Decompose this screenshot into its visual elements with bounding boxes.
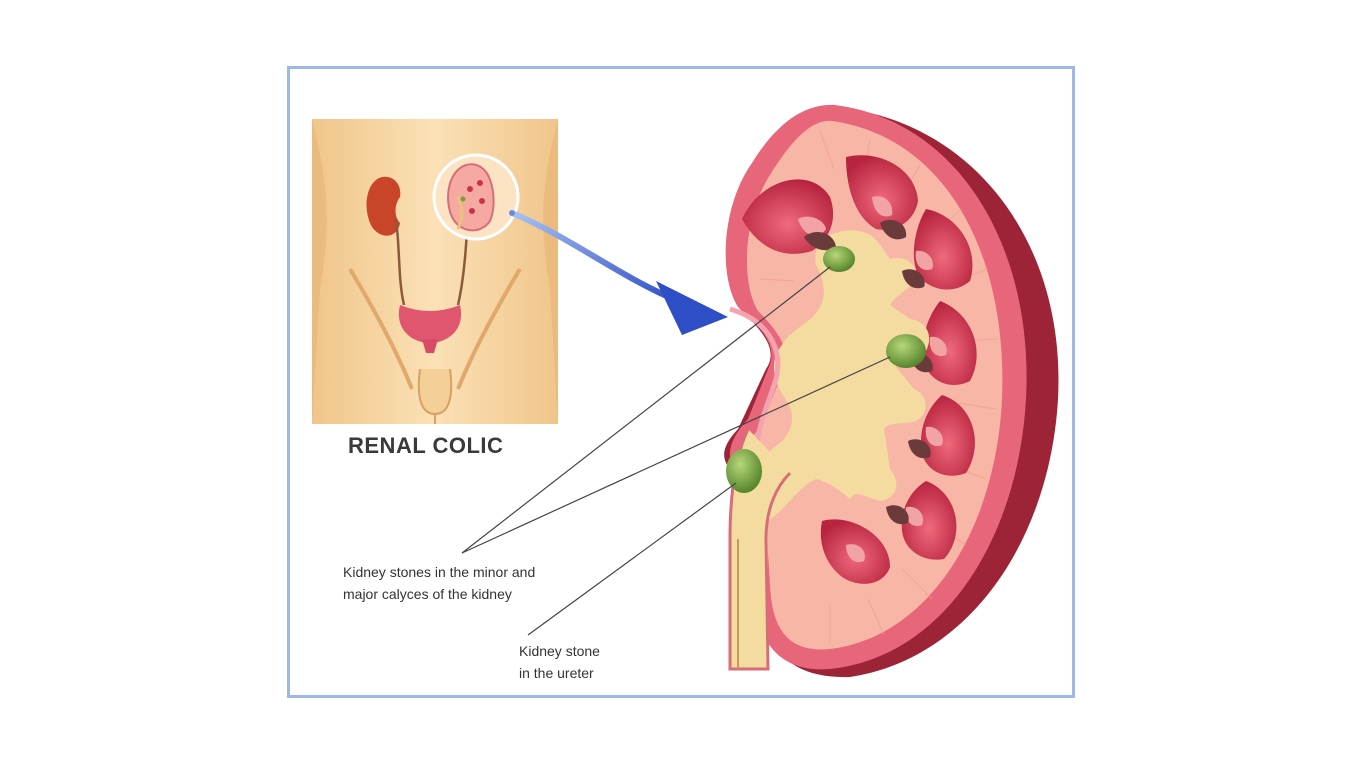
renal-colic-illustration — [312, 104, 1059, 678]
calyces-caption-line2: major calyces of the kidney — [343, 586, 512, 602]
ureter-caption-line2: in the ureter — [519, 665, 594, 681]
callout-lines — [461, 266, 891, 636]
diagram-frame: RENAL COLIC Kidney stones in the minor a… — [287, 66, 1075, 698]
calyces-stones-caption: Kidney stones in the minor and major cal… — [343, 561, 535, 605]
ureter-caption-line1: Kidney stone — [519, 643, 600, 659]
magnification-arrow — [509, 210, 728, 335]
kidney-cross-section — [724, 104, 1059, 678]
kidney-stones — [726, 246, 926, 493]
diagram-title: RENAL COLIC — [348, 433, 504, 458]
ureter-stone-caption: Kidney stone in the ureter — [519, 640, 600, 684]
calyces-caption-line1: Kidney stones in the minor and — [343, 564, 536, 580]
body-torso-panel — [312, 119, 558, 424]
